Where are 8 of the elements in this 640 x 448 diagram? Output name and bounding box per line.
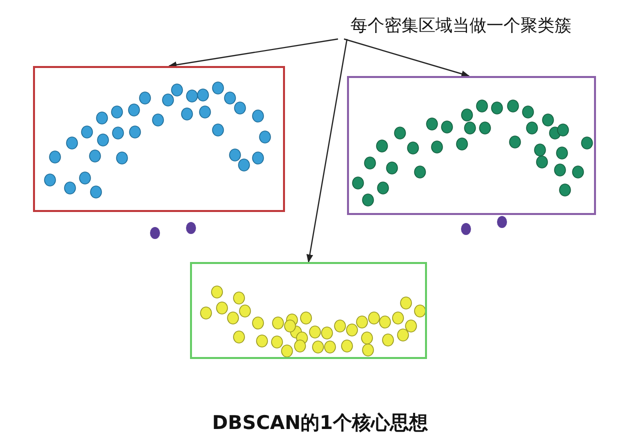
caption: DBSCAN的1个核心思想	[211, 411, 429, 436]
cluster-box	[190, 262, 427, 359]
cluster-box	[33, 66, 285, 212]
arrow	[344, 38, 470, 78]
arrow	[168, 38, 338, 68]
arrow	[306, 38, 348, 263]
annotation-text: 每个密集区域当做一个聚类簇	[318, 12, 604, 40]
cluster-box	[347, 76, 596, 215]
